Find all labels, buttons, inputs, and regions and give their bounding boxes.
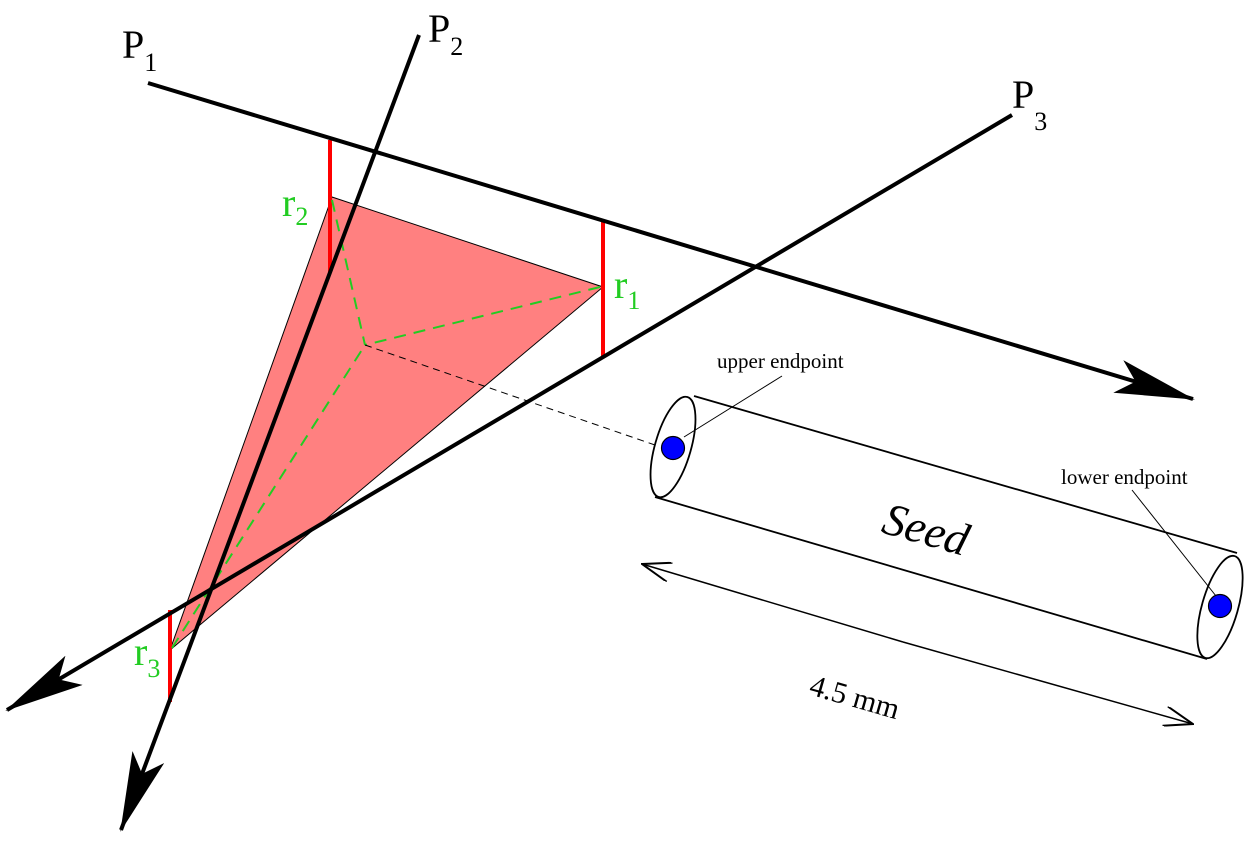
line-p3: [5, 113, 1014, 712]
label-r1: r1: [614, 262, 640, 315]
label-r2: r2: [282, 180, 308, 231]
length-dimension-back: [642, 564, 904, 643]
lower-endpoint-leader: [1131, 489, 1217, 597]
label-p2: P2: [428, 6, 463, 61]
centroid-lines: [171, 199, 601, 649]
label-lower-endpoint: lower endpoint: [1061, 465, 1188, 489]
label-p3: P3: [1012, 72, 1047, 136]
label-upper-endpoint: upper endpoint: [717, 349, 844, 373]
label-seed: Seed: [877, 493, 975, 566]
label-p1: P1: [122, 22, 157, 77]
triangle-plane: [168, 196, 605, 652]
seed-cylinder: [649, 395, 1244, 660]
upper-endpoint-dot: [660, 435, 686, 461]
line-p2: [119, 34, 421, 832]
upper-endpoint-leader: [683, 375, 783, 438]
lower-endpoint-dot: [1207, 593, 1233, 619]
label-length: 4.5 mm: [806, 669, 903, 726]
label-r3: r3: [134, 629, 160, 683]
length-dimension: [902, 641, 1193, 724]
projection-line: [364, 344, 656, 446]
line-p1: [147, 81, 1195, 401]
